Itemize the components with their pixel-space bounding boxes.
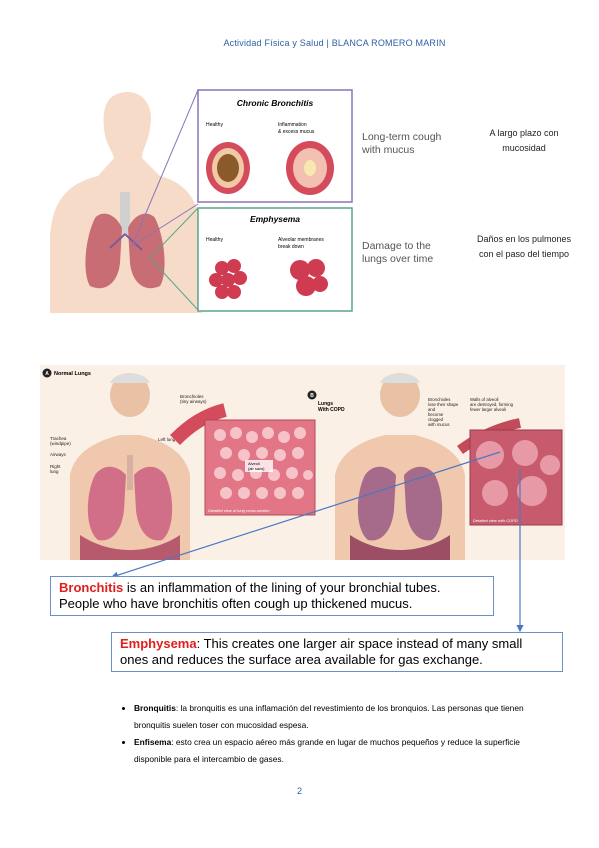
chronic-inflamed-label-1: Inflammation <box>278 122 307 128</box>
copd-walls-3: fewer larger alveoli <box>470 407 506 412</box>
bronchitis-text: is an inflammation of the lining of your… <box>123 580 441 595</box>
panel-a-title: Normal Lungs <box>54 371 91 377</box>
copd-bron-6: with mucus <box>428 422 450 427</box>
inflamed-bronchus <box>286 141 334 195</box>
chronic-desc-2: with mucus <box>361 144 415 156</box>
panel-a-label: A <box>45 371 49 377</box>
trachea-label-1: Trachea <box>50 436 67 441</box>
emphysema-text: : This creates one larger air space inst… <box>196 636 523 651</box>
emph-title: Emphysema <box>250 214 300 224</box>
page-header: Actividad Física y Salud | BLANCA ROMERO… <box>223 38 446 48</box>
bronchitis-term: Bronchitis <box>59 580 124 595</box>
bullet-text: : esto crea un espacio aéreo más grande … <box>134 737 520 764</box>
emphysema-text-2: ones and reduces the surface area availa… <box>120 652 483 667</box>
list-item: Bronquitis: la bronquitis es una inflama… <box>134 700 536 734</box>
bronchioles-label-2: (tiny airways) <box>180 399 207 404</box>
bullet-text: : la bronquitis es una inflamación del r… <box>134 703 524 730</box>
alveoli-label-2: (air sacs) <box>248 466 265 471</box>
trachea-label-2: (windpipe) <box>50 441 71 446</box>
page-number: 2 <box>296 786 302 796</box>
chronic-desc-1: Long-term cough <box>362 131 442 143</box>
bronchitis-emphysema-diagram: Chronic Bronchitis Healthy Inflammation … <box>50 89 572 313</box>
emph-es-2: con el paso del tiempo <box>479 249 569 259</box>
bullet-term: Enfisema <box>134 737 172 747</box>
detail-b-caption: Detailed view with COPD <box>473 518 518 523</box>
torso-illustration <box>50 92 202 313</box>
chronic-es-1: A largo plazo con <box>489 128 558 138</box>
right-lung-label-1: Right <box>50 464 61 469</box>
spanish-summary-list: Bronquitis: la bronquitis es una inflama… <box>116 700 536 768</box>
emph-break-label-2: break down <box>278 244 304 250</box>
panel-b-title-1: Lungs <box>318 401 333 407</box>
chronic-title: Chronic Bronchitis <box>237 98 314 108</box>
bronchitis-text-2: People who have bronchitis often cough u… <box>59 596 413 611</box>
healthy-alveoli <box>209 259 247 299</box>
emph-desc-1: Damage to the <box>362 240 431 252</box>
copd-walls-1: Walls of alveoli <box>470 397 499 402</box>
copd-bron-1: Bronchioles <box>428 397 450 402</box>
right-lung-label-2: lung <box>50 469 59 474</box>
damaged-alveoli <box>290 259 328 296</box>
chronic-inflamed-label-2: & excess mucus <box>278 129 315 135</box>
bronchioles-label-1: Bronchioles <box>180 394 204 399</box>
emph-healthy-label: Healthy <box>206 237 223 243</box>
chronic-es-2: mucosidad <box>502 143 546 153</box>
emph-es-1: Daños en los pulmones <box>477 234 572 244</box>
copd-walls-2: are destroyed, forming <box>470 402 514 407</box>
copd-bron-2: lose their shape <box>428 402 459 407</box>
copd-lungs-diagram: A Normal Lungs Trachea (windpipe) Airway… <box>40 365 565 560</box>
healthy-bronchus <box>206 142 250 194</box>
bronchitis-callout: Bronchitis is an inflammation of the lin… <box>50 576 494 616</box>
chronic-healthy-label: Healthy <box>206 122 223 128</box>
airways-label: Airways <box>50 452 67 457</box>
detail-a-caption: Detailed view of lung cross-section <box>208 508 270 513</box>
emph-break-label-1: Alveolar membranes <box>278 237 324 243</box>
emphysema-callout: Emphysema: This creates one larger air s… <box>111 632 563 672</box>
bullet-term: Bronquitis <box>134 703 176 713</box>
copd-bron-3: and <box>428 407 436 412</box>
list-item: Enfisema: esto crea un espacio aéreo más… <box>134 734 536 768</box>
copd-bron-4: become <box>428 412 444 417</box>
bronchiole-tube <box>170 403 227 446</box>
emph-desc-2: lungs over time <box>362 253 433 265</box>
emphysema-term: Emphysema <box>120 636 197 651</box>
panel-b-title-2: With COPD <box>318 407 345 413</box>
panel-b-label: B <box>310 393 314 399</box>
copd-bron-5: clogged <box>428 417 444 422</box>
left-lung-label: Left lung <box>158 437 176 442</box>
